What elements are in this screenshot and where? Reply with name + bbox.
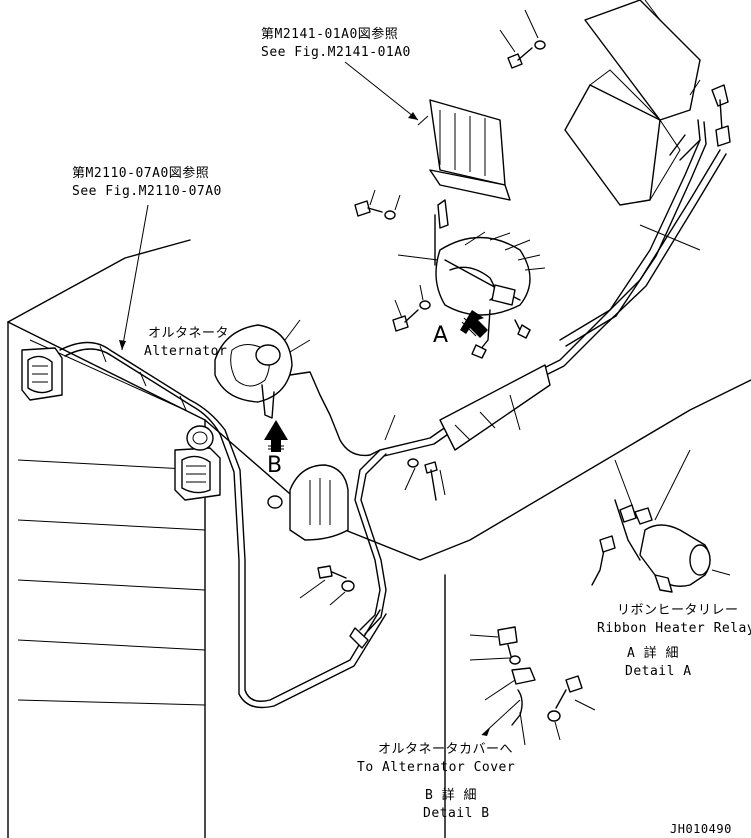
detail-a-label-en: Detail A [625, 664, 692, 679]
lifting-bracket-middle [174, 425, 221, 501]
ref-m2141-label-jp: 第M2141-01A0図参照 [261, 27, 399, 42]
ribbon-relay-label-en: Ribbon Heater Relay [597, 621, 751, 636]
view-arrow-a [460, 310, 488, 338]
connector-top-right [669, 84, 731, 161]
heater-bracket [417, 99, 511, 201]
ref-m2141-label-en: See Fig.M2141-01A0 [261, 45, 411, 60]
alternator-cover [267, 464, 349, 541]
wiring-harness-right [379, 119, 727, 457]
detail-b-label-en: Detail B [423, 806, 490, 821]
cab-bracket-top-right [564, 0, 701, 251]
bolts-relay [354, 189, 431, 332]
alternator [214, 319, 381, 457]
bolt-washer-top [499, 9, 546, 69]
lifting-bracket-left [21, 347, 63, 401]
ref-arrow-m2141 [344, 61, 419, 121]
ribbon-relay-label-jp: リボンヒータリレー [617, 603, 739, 618]
bolt-washer-center [299, 458, 446, 606]
view-a-label: A [433, 323, 449, 348]
detail-b-hardware [469, 626, 596, 746]
ref-m2110-label-jp: 第M2110-07A0図参照 [72, 166, 210, 181]
alt-cover-label-jp: オルタネータカバーへ [378, 742, 514, 757]
wiring-harness-center [349, 414, 396, 649]
ref-arrow-m2110 [119, 204, 149, 351]
detail-a-label-jp: A 詳 細 [627, 646, 679, 661]
detail-b-label-jp: B 詳 細 [425, 788, 477, 803]
wiring-harness-top [59, 341, 387, 709]
drawing-number: JH010490 [670, 822, 732, 836]
ref-m2110-label-en: See Fig.M2110-07A0 [72, 184, 222, 199]
detail-a-relay [591, 449, 731, 593]
alternator-label-jp: オルタネータ [148, 326, 230, 341]
alt-cover-label-en: To Alternator Cover [357, 760, 516, 775]
alternator-label-en: Alternator [144, 344, 228, 359]
heater-relay-assembly [397, 199, 546, 359]
view-b-label: B [267, 453, 283, 478]
view-arrow-b [264, 420, 288, 452]
